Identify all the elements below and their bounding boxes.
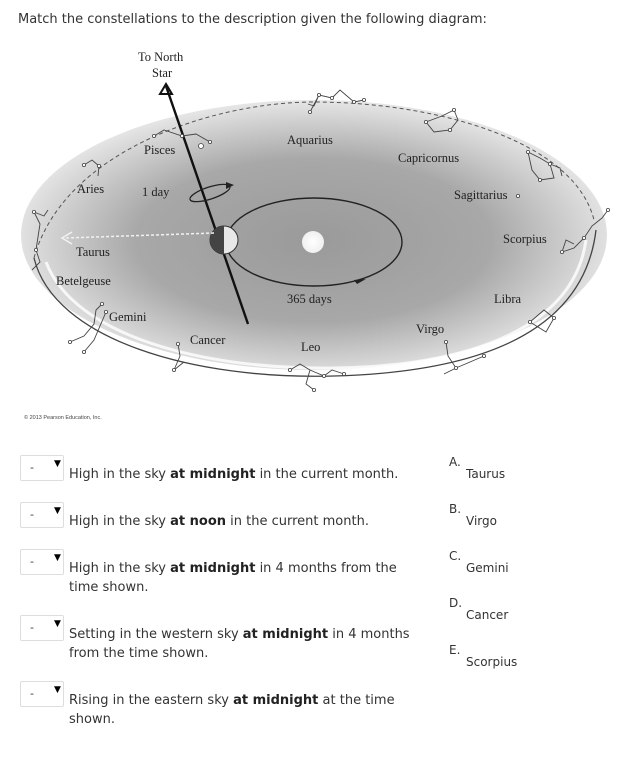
option-letter-a: A.: [449, 455, 461, 469]
sagittarius-label: Sagittarius: [454, 188, 508, 202]
earth-axis: [164, 85, 250, 325]
aquarius-figure: [307, 89, 366, 115]
leo-figure: [287, 363, 346, 392]
scorpius-figure: [560, 207, 611, 254]
dropdown-value: -: [30, 621, 34, 634]
dropdown-value: -: [30, 461, 34, 474]
ecliptic-highlight: [44, 239, 588, 370]
answer-dropdown-4[interactable]: - ▼: [20, 615, 64, 641]
taurus-figure: [31, 209, 49, 271]
triangle-down-icon: ▼: [54, 459, 61, 469]
gemini-label: Gemini: [109, 310, 147, 324]
to-north-star-label: To North: [138, 50, 184, 64]
triangle-down-icon: ▼: [54, 506, 61, 516]
aries-label: Aries: [77, 182, 104, 196]
answer-dropdown-2[interactable]: - ▼: [20, 502, 64, 528]
answer-dropdown-3[interactable]: - ▼: [20, 549, 64, 575]
option-text-a: Taurus: [466, 467, 506, 481]
aries-figure: [82, 159, 102, 177]
pisces-label: Pisces: [144, 143, 175, 157]
to-north-star-label-line2: Star: [152, 66, 173, 80]
capricornus-figure: [423, 108, 459, 133]
aquarius-label: Aquarius: [287, 133, 333, 147]
match-description-4: Setting in the western sky at midnight i…: [69, 627, 410, 661]
triangle-down-icon: ▼: [54, 619, 61, 629]
north-arrow-icon: [158, 82, 174, 95]
virgo-figure: [443, 339, 486, 375]
sightline-arrow-icon: [60, 231, 73, 245]
libra-label: Libra: [494, 292, 522, 306]
dropdown-value: -: [30, 508, 34, 521]
taurus-label: Taurus: [76, 245, 110, 259]
days-365-label: 365 days: [287, 292, 332, 306]
option-letter-e: E.: [449, 643, 461, 657]
option-letter-b: B.: [449, 502, 462, 516]
dropdown-value: -: [30, 687, 34, 700]
match-description-5: Rising in the eastern sky at midnight at…: [69, 693, 395, 727]
one-day-label: 1 day: [142, 185, 170, 199]
sun: [302, 231, 324, 253]
match-description-1: High in the sky at midnight in the curre…: [69, 467, 399, 482]
triangle-down-icon: ▼: [54, 685, 61, 695]
option-letter-d: D.: [449, 596, 463, 610]
ecliptic-front: [33, 229, 597, 377]
question-prompt: Match the constellations to the descript…: [18, 12, 487, 27]
option-text-b: Virgo: [466, 514, 497, 528]
virgo-label: Virgo: [416, 322, 444, 336]
option-text-c: Gemini: [466, 561, 509, 575]
pisces-figure: [151, 129, 212, 149]
option-text-e: Scorpius: [466, 655, 518, 669]
answer-dropdown-1[interactable]: - ▼: [20, 455, 64, 481]
orbit-arrow-icon: [354, 279, 366, 284]
gemini-figure: [68, 301, 109, 354]
scorpius-label: Scorpius: [503, 232, 547, 246]
cancer-label: Cancer: [190, 333, 226, 347]
dropdown-value: -: [30, 555, 34, 568]
libra-figure: [528, 309, 557, 333]
sagittarius-figure: [515, 150, 563, 198]
betelgeuse-label: Betelgeuse: [56, 274, 111, 288]
triangle-down-icon: ▼: [54, 553, 61, 563]
option-text-d: Cancer: [466, 608, 509, 622]
match-description-2: High in the sky at noon in the current m…: [69, 514, 369, 529]
cancer-figure: [171, 341, 185, 372]
leo-label: Leo: [301, 340, 320, 354]
constellation-diagram: To North Star Aquarius Pisces Capricornu…: [21, 50, 611, 392]
answer-dropdown-5[interactable]: - ▼: [20, 681, 64, 707]
option-letter-c: C.: [449, 549, 462, 563]
match-description-3: High in the sky at midnight in 4 months …: [69, 561, 397, 595]
ecliptic-back: [33, 101, 595, 259]
capricornus-label: Capricornus: [398, 151, 459, 165]
rotation-arrow-icon: [226, 182, 234, 189]
copyright-notice: © 2013 Pearson Education, Inc.: [24, 415, 102, 421]
